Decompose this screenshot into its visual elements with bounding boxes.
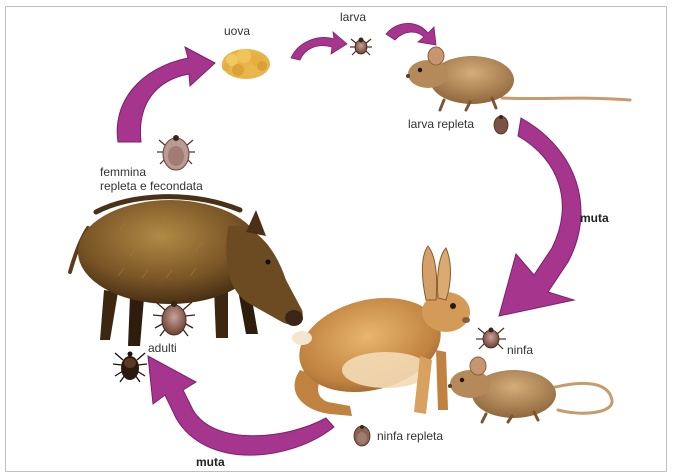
engorged-larva-icon (494, 115, 508, 134)
adult-tick-large-icon (153, 301, 195, 336)
label-female-line2: repleta e fecondata (100, 180, 203, 193)
engorged-nymph-icon (354, 425, 370, 446)
larva-tick-icon (350, 38, 372, 56)
mouse-icon (406, 47, 630, 110)
label-larva-engorged: larva repleta (408, 118, 474, 131)
label-nymph-engorged: ninfa repleta (377, 430, 443, 443)
label-female-line1: femmina (100, 166, 146, 179)
label-molt-1: muta (580, 212, 609, 225)
hare-icon (289, 246, 470, 416)
arrow-eggs-to-larva (291, 32, 347, 60)
adult-tick-small-icon (113, 352, 147, 383)
label-nymph: ninfa (507, 344, 533, 357)
engorged-female-tick-icon (157, 135, 195, 170)
eggs-icon (222, 49, 270, 79)
arrow-larva-to-mouse (386, 23, 436, 45)
label-larva: larva (340, 11, 366, 24)
mouse-icon-2 (448, 357, 612, 422)
arrow-female-to-eggs (117, 47, 215, 142)
wild-boar-icon (70, 197, 303, 346)
label-eggs: uova (224, 25, 250, 38)
label-molt-2: muta (196, 456, 225, 469)
label-adults: adulti (148, 342, 177, 355)
arrow-molt-to-nymph (499, 118, 581, 316)
nymph-tick-icon (476, 328, 506, 350)
